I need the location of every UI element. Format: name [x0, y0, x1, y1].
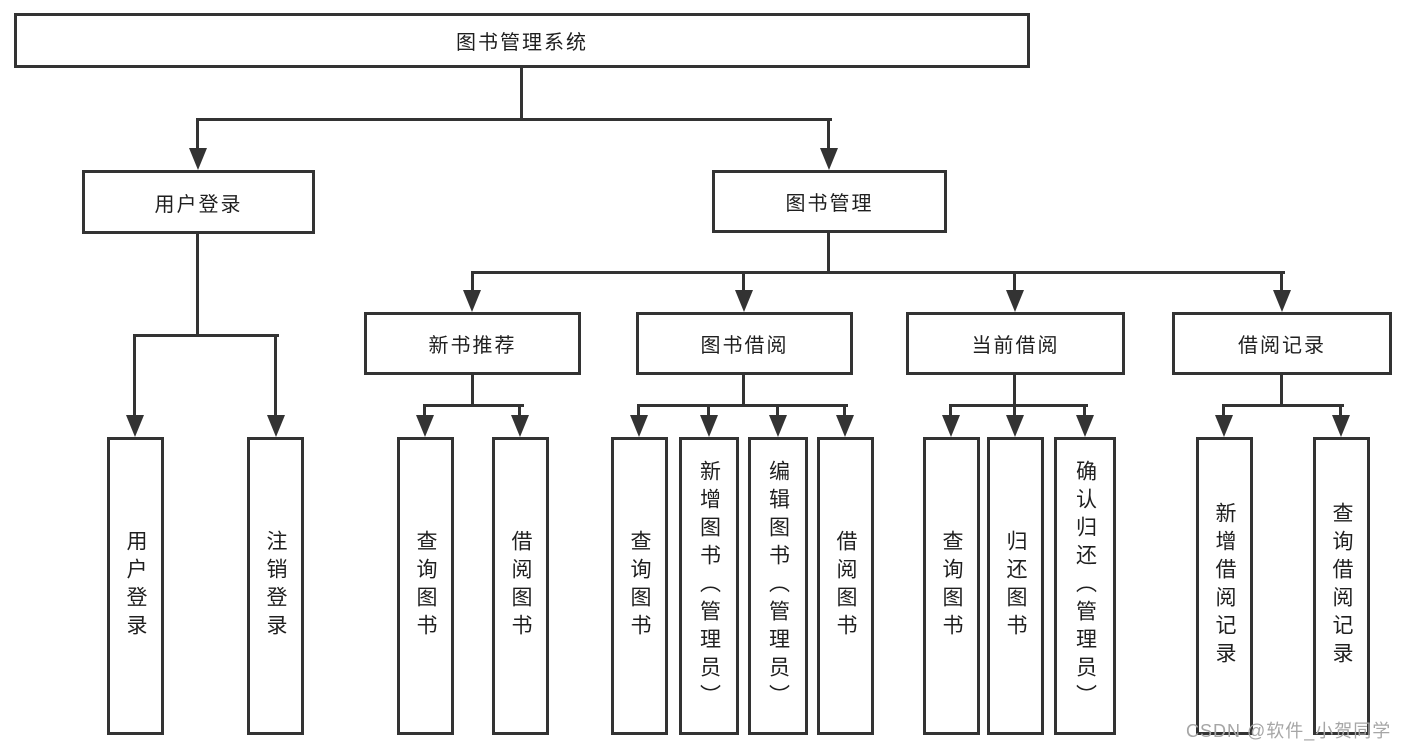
connector-root-branch	[196, 118, 832, 121]
arrow-down-icon	[416, 415, 434, 437]
connector-to-book-mgmt	[827, 118, 830, 152]
node-leaf-query-books-current: 查询图书	[923, 437, 980, 735]
arrow-down-icon	[735, 290, 753, 312]
node-leaf-user-login: 用户登录	[107, 437, 164, 735]
connector-to-borrow-records	[1280, 271, 1283, 291]
node-user-login: 用户登录	[82, 170, 315, 234]
connector-to-logout	[274, 334, 277, 417]
connector-new-book-rec-stem	[471, 375, 474, 406]
node-new-book-recommend: 新书推荐	[364, 312, 581, 375]
connector-borrow-records-branch	[1222, 404, 1344, 407]
node-label: 确认归还（管理员）	[1073, 460, 1097, 712]
node-leaf-query-books-borrow: 查询图书	[611, 437, 668, 735]
node-label: 注销登录	[264, 530, 287, 642]
arrow-down-icon	[630, 415, 648, 437]
arrow-down-icon	[1215, 415, 1233, 437]
node-label: 查询借阅记录	[1330, 502, 1353, 670]
connector-leaf-stem	[518, 404, 521, 417]
node-label: 归还图书	[1004, 530, 1027, 642]
connector-borrow-records-stem	[1280, 375, 1283, 406]
connector-new-book-rec-branch	[423, 404, 524, 407]
node-leaf-edit-books-admin: 编辑图书（管理员）	[748, 437, 808, 735]
connector-to-user-login	[196, 118, 199, 152]
node-book-management: 图书管理	[712, 170, 947, 233]
connector-leaf-stem	[776, 404, 779, 417]
node-leaf-add-borrow-record: 新增借阅记录	[1196, 437, 1253, 735]
arrow-down-icon	[942, 415, 960, 437]
connector-book-mgmt-stem	[827, 233, 830, 274]
arrow-down-icon	[1273, 290, 1291, 312]
arrow-down-icon	[126, 415, 144, 437]
node-leaf-query-books-recommend: 查询图书	[397, 437, 454, 735]
arrow-down-icon	[463, 290, 481, 312]
connector-current-borrow-stem	[1013, 375, 1016, 406]
arrow-down-icon	[836, 415, 854, 437]
node-label: 借阅图书	[509, 530, 532, 642]
node-label: 新增图书（管理员）	[697, 460, 721, 712]
connector-book-borrow-branch	[637, 404, 848, 407]
node-label: 查询图书	[940, 530, 963, 642]
arrow-down-icon	[1006, 290, 1024, 312]
connector-leaf-stem	[1013, 404, 1016, 417]
node-leaf-confirm-return-admin: 确认归还（管理员）	[1054, 437, 1116, 735]
node-label: 图书借阅	[700, 335, 789, 357]
arrow-down-icon	[511, 415, 529, 437]
node-leaf-query-borrow-record: 查询借阅记录	[1313, 437, 1370, 735]
connector-book-borrow-stem	[742, 375, 745, 406]
arrow-down-icon	[267, 415, 285, 437]
connector-to-new-book-rec	[471, 271, 474, 291]
node-label: 查询图书	[414, 530, 437, 642]
connector-book-mgmt-branch	[471, 271, 1285, 274]
arrow-down-icon	[700, 415, 718, 437]
connector-to-current-borrow	[1013, 271, 1016, 291]
arrow-down-icon	[1006, 415, 1024, 437]
node-label: 当前借阅	[971, 335, 1060, 357]
node-current-borrow: 当前借阅	[906, 312, 1125, 375]
node-label: 新书推荐	[428, 335, 517, 357]
connector-leaf-stem	[637, 404, 640, 417]
arrow-down-icon	[769, 415, 787, 437]
arrow-down-icon	[1076, 415, 1094, 437]
node-label: 用户登录	[124, 530, 147, 642]
node-label: 编辑图书（管理员）	[766, 460, 790, 712]
connector-to-login	[133, 334, 136, 417]
node-label: 图书管理系统	[456, 32, 588, 54]
node-leaf-add-books-admin: 新增图书（管理员）	[679, 437, 739, 735]
node-label: 新增借阅记录	[1213, 502, 1236, 670]
node-leaf-return-books: 归还图书	[987, 437, 1044, 735]
node-leaf-borrow-books: 借阅图书	[817, 437, 874, 735]
node-borrow-records: 借阅记录	[1172, 312, 1392, 375]
connector-leaf-stem	[1222, 404, 1225, 417]
node-label: 图书管理	[785, 193, 874, 215]
arrow-down-icon	[189, 148, 207, 170]
node-leaf-borrow-books-recommend: 借阅图书	[492, 437, 549, 735]
connector-user-login-stem	[196, 234, 199, 336]
node-label: 查询图书	[628, 530, 651, 642]
connector-leaf-stem	[423, 404, 426, 417]
connector-leaf-stem	[1339, 404, 1342, 417]
csdn-watermark: CSDN @软件_小贺同学	[1186, 721, 1392, 741]
arrow-down-icon	[820, 148, 838, 170]
connector-to-book-borrow	[742, 271, 745, 291]
connector-root-stem	[520, 68, 523, 120]
node-leaf-logout: 注销登录	[247, 437, 304, 735]
connector-current-borrow-branch	[949, 404, 1088, 407]
node-label: 借阅记录	[1238, 335, 1326, 357]
connector-leaf-stem	[707, 404, 710, 417]
connector-leaf-stem	[949, 404, 952, 417]
connector-leaf-stem	[1083, 404, 1086, 417]
arrow-down-icon	[1332, 415, 1350, 437]
node-root-book-management-system: 图书管理系统	[14, 13, 1030, 68]
node-book-borrow: 图书借阅	[636, 312, 853, 375]
node-label: 用户登录	[154, 193, 243, 216]
connector-user-login-branch	[133, 334, 279, 337]
node-label: 借阅图书	[834, 530, 857, 642]
connector-leaf-stem	[843, 404, 846, 417]
